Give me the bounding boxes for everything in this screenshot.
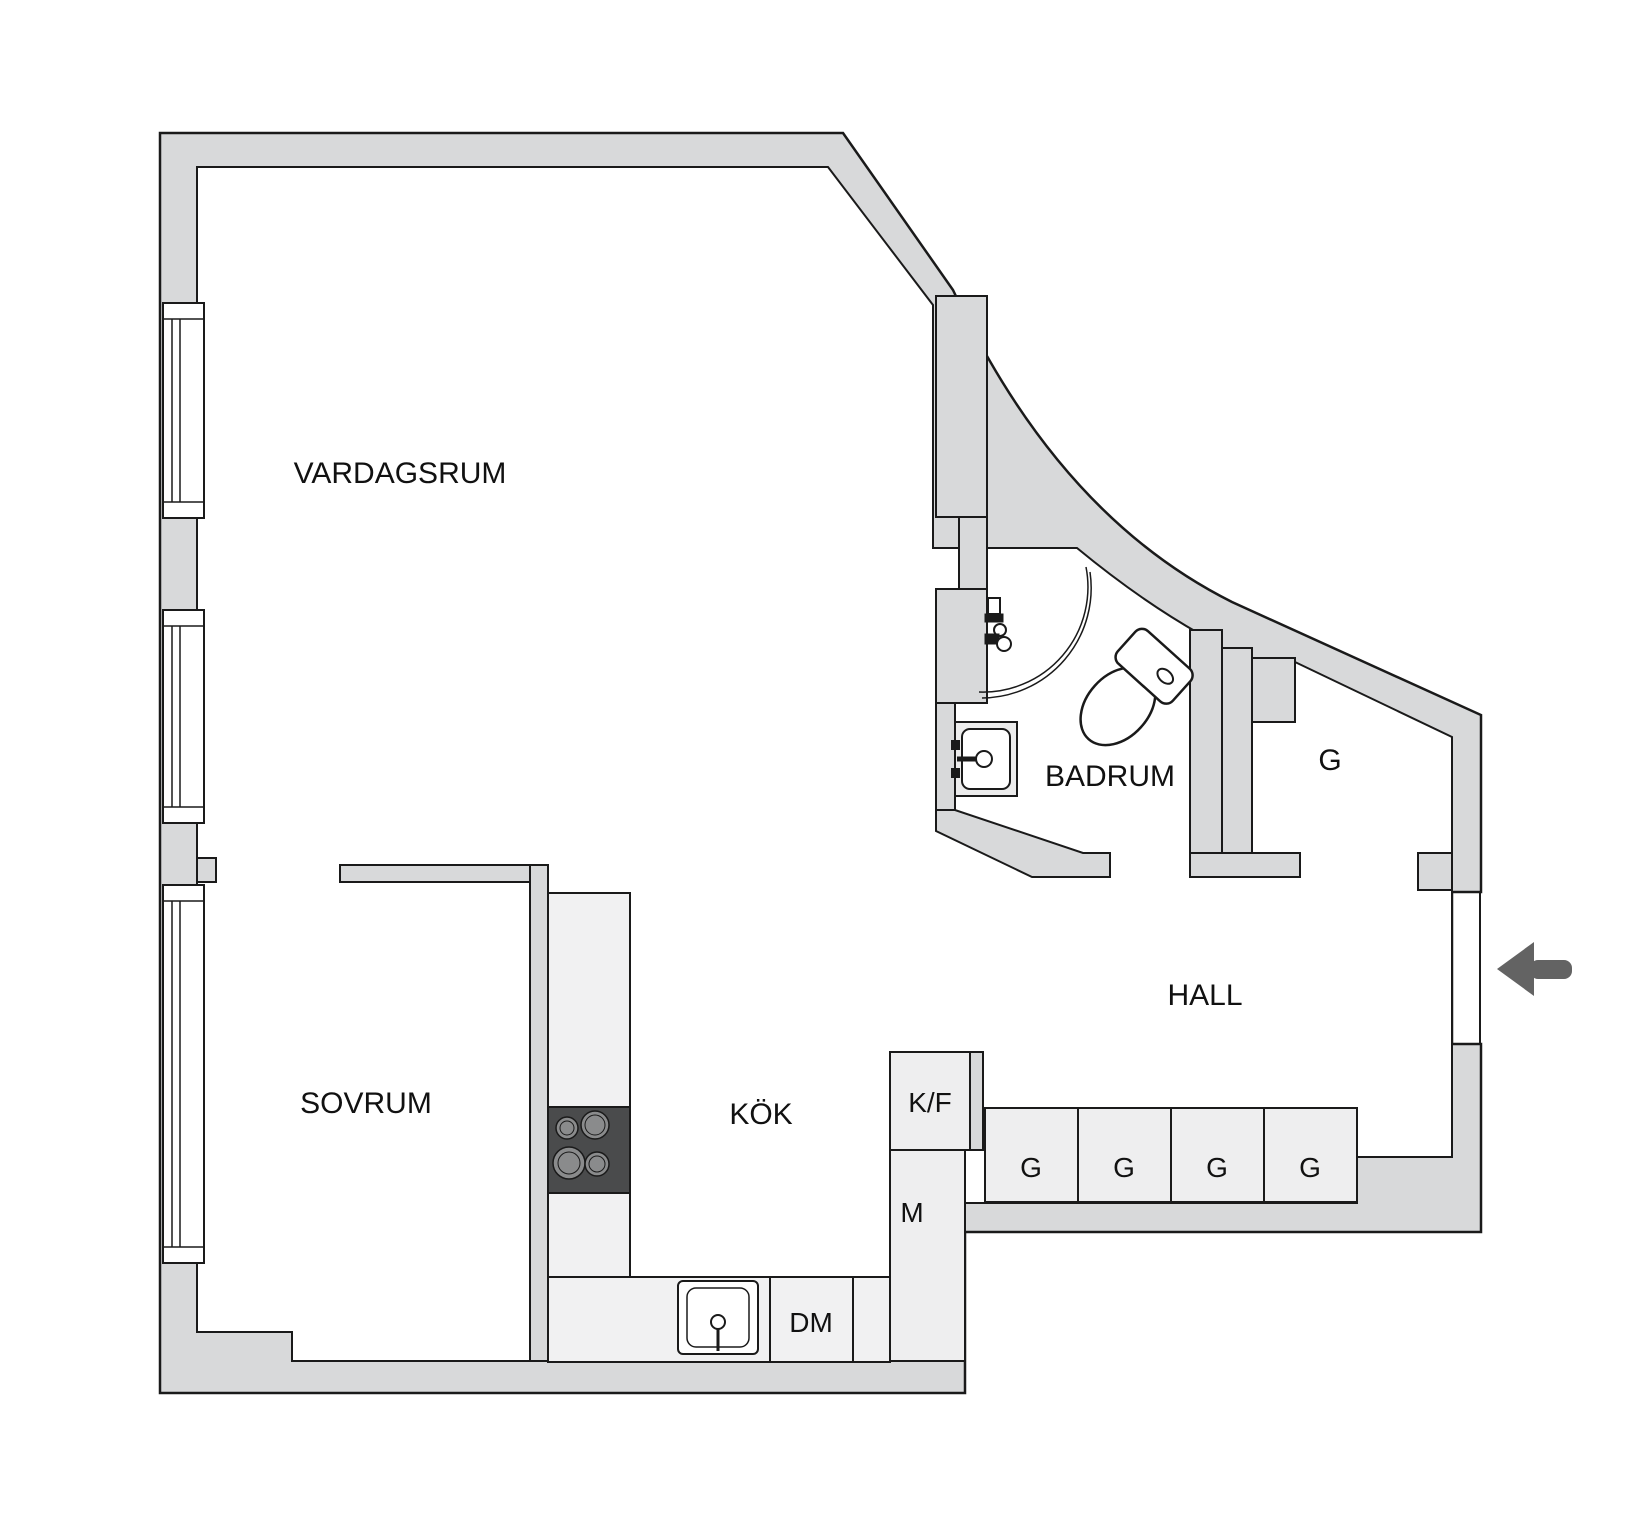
room-label-sovrum: SOVRUM — [300, 1087, 432, 1120]
window-icon — [162, 609, 205, 824]
hall-closets — [984, 1107, 1358, 1203]
stove-icon — [547, 1106, 631, 1194]
window-icon — [162, 884, 205, 1264]
entrance-arrow-icon — [1497, 942, 1572, 996]
wall-garderob-notch — [1251, 657, 1296, 723]
wall-badrum-west-a — [935, 295, 988, 518]
room-label-kok: KÖK — [729, 1098, 792, 1131]
bathroom-sink-icon — [951, 721, 1018, 797]
kitchen-sink-icon — [677, 1280, 759, 1355]
wall-sovrum-top — [339, 864, 549, 883]
room-label-hall: HALL — [1167, 979, 1242, 1012]
shower-mixer-icon — [984, 597, 1012, 652]
interior-walls — [196, 295, 1453, 1362]
appliance-label-kf: K/F — [908, 1087, 952, 1118]
room-label-garderob: G — [1318, 744, 1341, 777]
wall-badrum-west-b — [935, 588, 988, 704]
windows — [162, 302, 205, 1264]
closet-label: G — [1299, 1152, 1321, 1183]
kitchen-fixtures — [547, 892, 971, 1363]
toilet-icon — [1079, 627, 1194, 747]
kitchen-counter-column — [547, 892, 631, 1278]
closet-label: G — [1020, 1152, 1042, 1183]
wall-badrum-west-c — [935, 702, 956, 813]
wall-badrum-west-niche — [958, 516, 988, 590]
closet-label: G — [1113, 1152, 1135, 1183]
appliance-label-m: M — [900, 1197, 923, 1228]
room-label-vardagsrum: VARDAGSRUM — [294, 457, 507, 490]
microwave-cabinet-box — [889, 1149, 966, 1362]
window-icon — [162, 302, 205, 519]
bathroom-fixtures — [951, 566, 1194, 797]
fridge-freezer-box — [889, 1051, 971, 1151]
wall-jamb-right — [1417, 852, 1453, 891]
door-swing-arc — [978, 566, 1092, 699]
closet-box — [1263, 1107, 1358, 1203]
closet-box — [1077, 1107, 1172, 1203]
wall-garderob-west — [1221, 647, 1253, 854]
room-label-badrum: BADRUM — [1045, 760, 1175, 793]
wall-badrum-east — [1189, 629, 1223, 854]
wall-stub-sovrum-door — [196, 857, 217, 883]
closet-label: G — [1206, 1152, 1228, 1183]
wall-badrum-diagonal — [935, 809, 1111, 878]
wall-sovrum-kok — [529, 864, 549, 1362]
wall-jamb-center — [1189, 852, 1301, 878]
appliance-label-dm: DM — [789, 1307, 833, 1338]
closet-box — [984, 1107, 1079, 1203]
